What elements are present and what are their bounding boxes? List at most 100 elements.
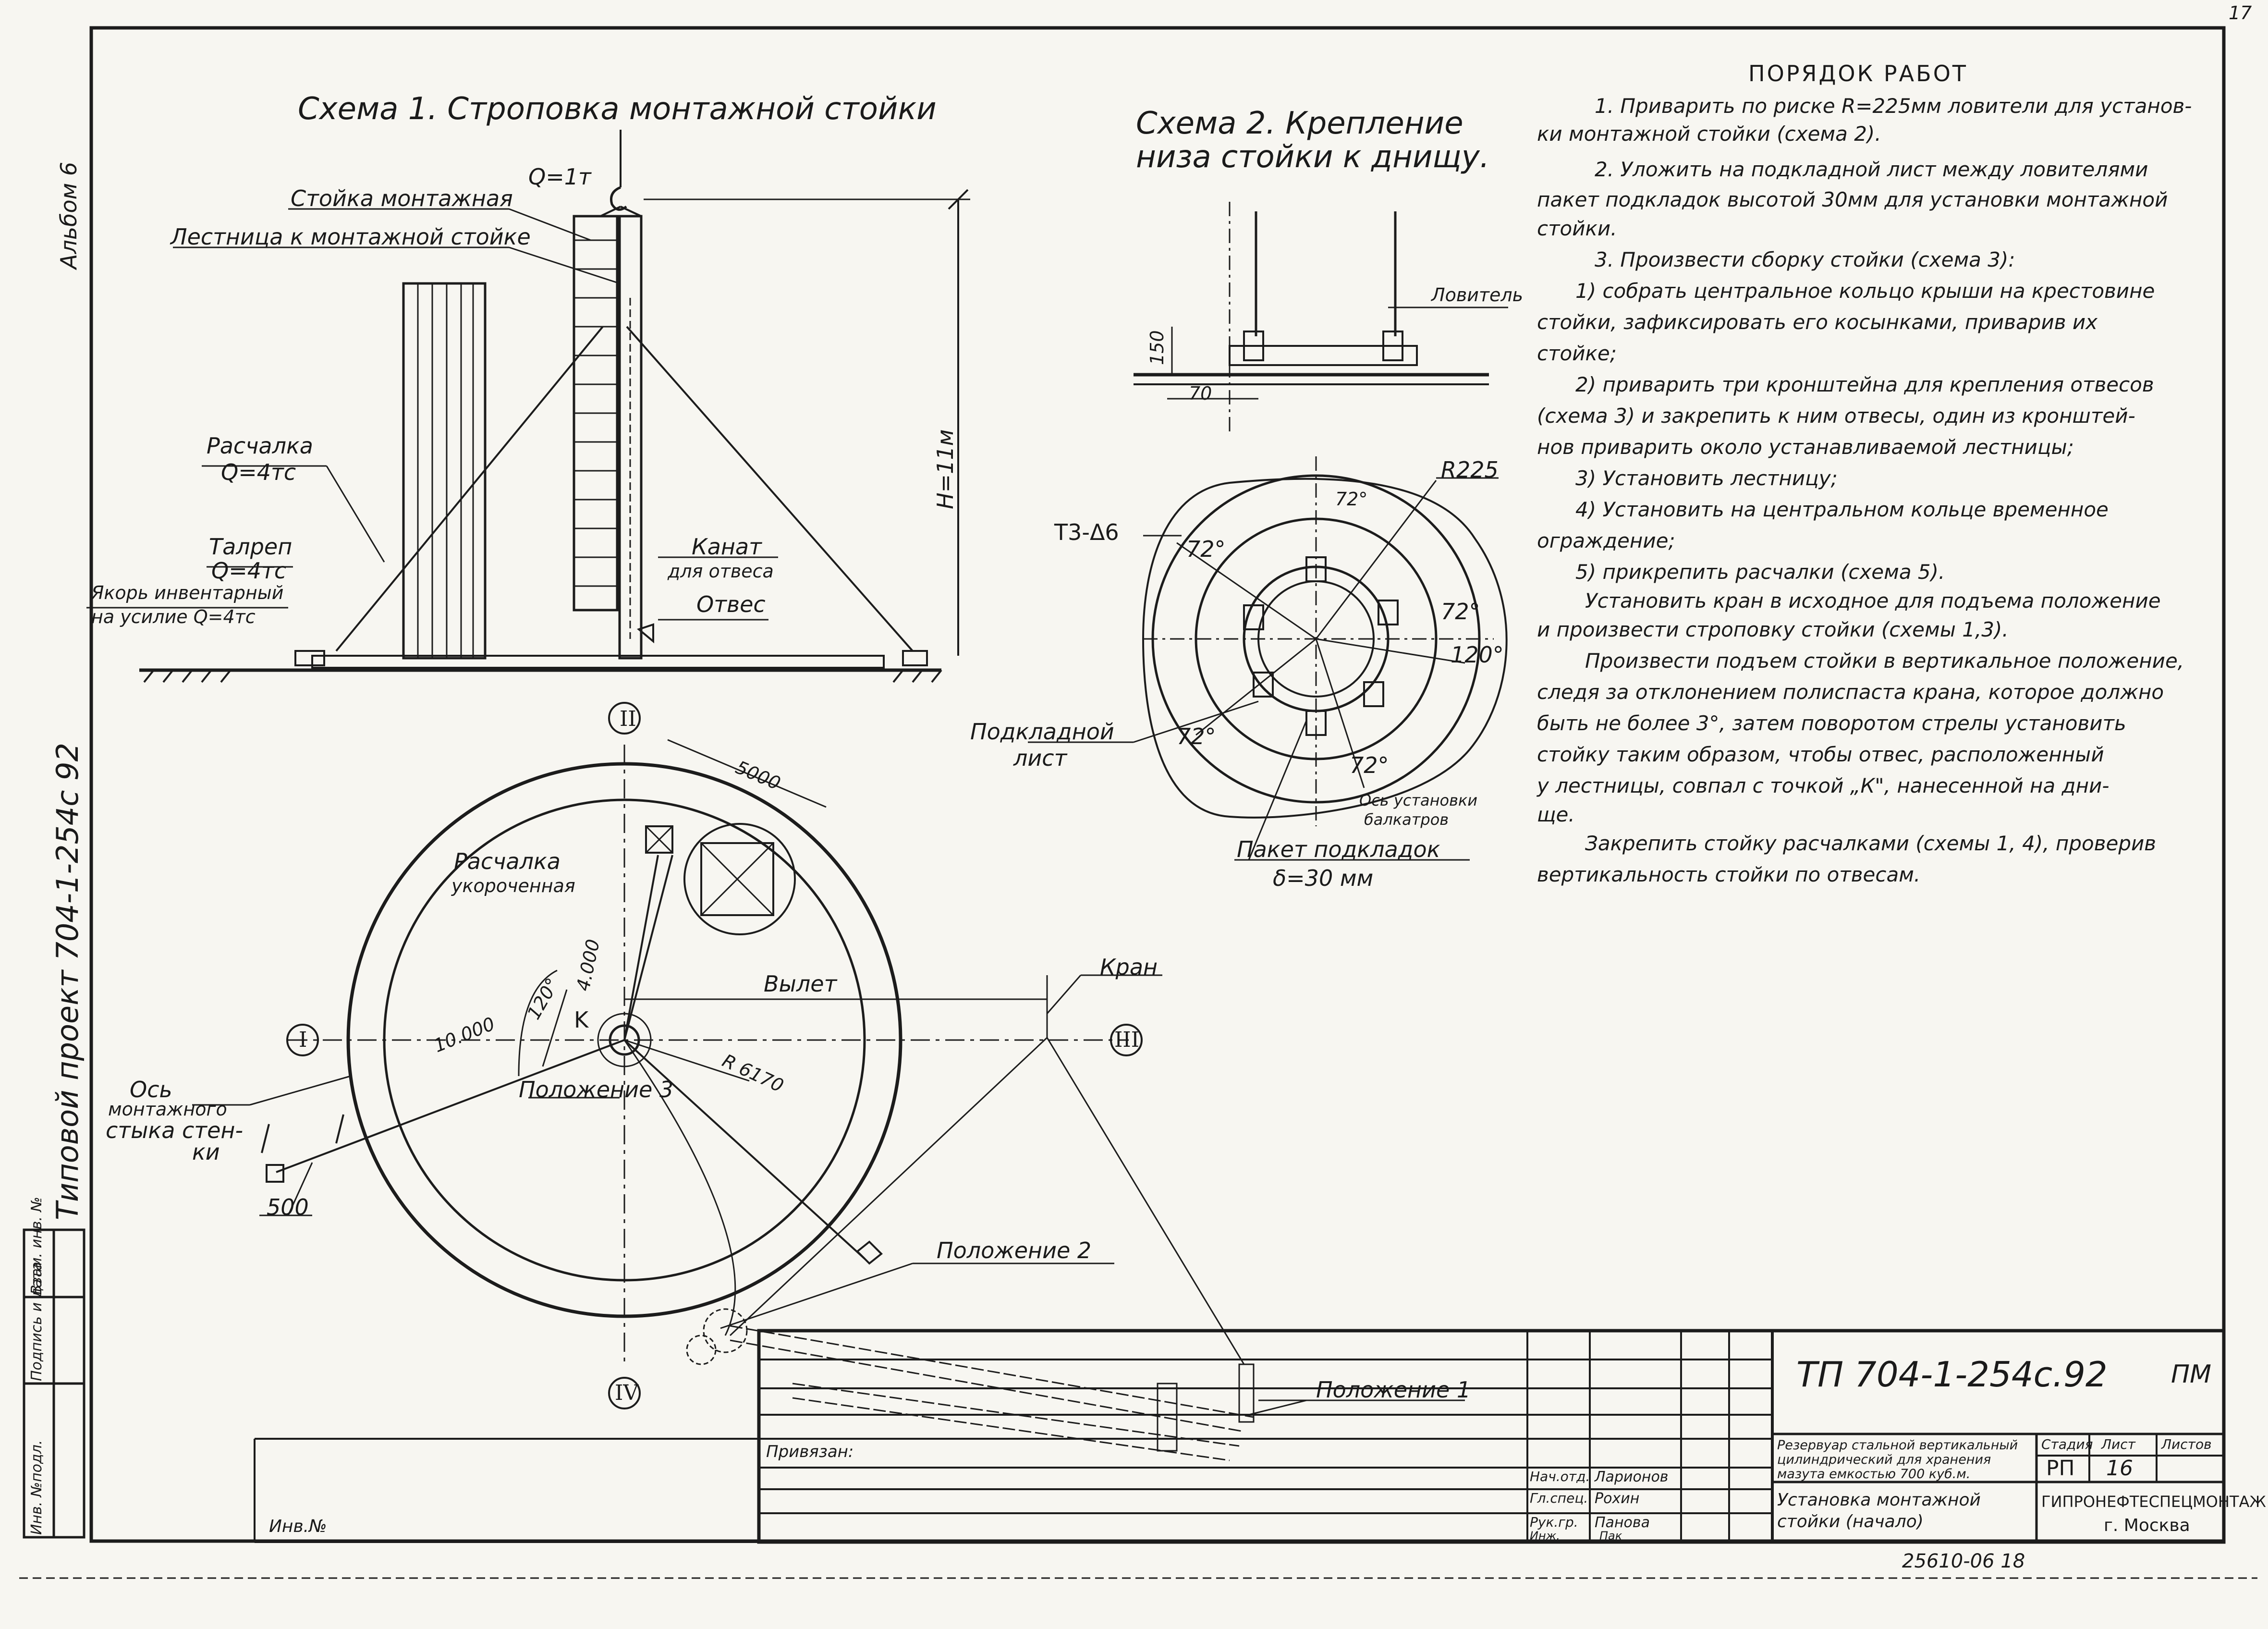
plan-drawing xyxy=(192,702,1465,1461)
title-block-name: Панова xyxy=(1595,1514,1650,1531)
scheme2-pack: Пакет подкладок xyxy=(1237,836,1440,862)
scheme2-angle-top: 72° xyxy=(1335,489,1368,510)
scheme2-angle-bl: 72° xyxy=(1177,723,1216,749)
plan-axis-2: II xyxy=(620,707,636,731)
procedure-line: Закрепить стойку расчалками (схемы 1, 4)… xyxy=(1585,832,2157,855)
title-block-list: 16 xyxy=(2106,1456,2133,1481)
title-block-role: Инж. xyxy=(1530,1529,1560,1543)
procedure-line: у лестницы, совпал с точкой „К", нанесен… xyxy=(1537,774,2109,797)
title-block-role: Нач.отд. xyxy=(1530,1469,1590,1484)
plan-pos2: Положение 2 xyxy=(937,1237,1092,1263)
plan-crane: Кран xyxy=(1100,954,1158,980)
side-stamp-frame xyxy=(23,1228,85,1539)
bottom-number: 25610-06 18 xyxy=(1902,1550,2025,1572)
scheme2-angle-right: 72° xyxy=(1441,599,1480,625)
plan-joint-axis-1: Ось xyxy=(130,1077,172,1102)
project-label: Типовой проект 704-1-254с 92 xyxy=(50,743,85,1220)
scheme1-rope: Канат xyxy=(692,534,762,560)
plan-joint-axis-3: стыка стен- xyxy=(106,1117,244,1143)
scheme1-plumb: Отвес xyxy=(696,591,766,617)
title-block-object-3: мазута емкостью 700 куб.м. xyxy=(1777,1467,1971,1482)
scheme2-plan xyxy=(1028,456,1508,861)
scheme1-anchor: Якорь инвентарный xyxy=(91,582,284,603)
procedure-line: ки монтажной стойки (схема 2). xyxy=(1537,122,1881,146)
procedure-line: 5) прикрепить расчалки (схема 5). xyxy=(1575,560,1945,584)
title-block-inv: Инв.№ xyxy=(269,1517,327,1536)
title-block-drawing-2: стойки (начало) xyxy=(1777,1512,1924,1531)
procedure-line: 3. Произвести сборку стойки (схема 3): xyxy=(1595,248,2015,271)
procedure-line: (схема 3) и закрепить к ним отвесы, один… xyxy=(1537,404,2135,428)
procedure-line: ще. xyxy=(1537,803,1575,826)
plan-joint-axis-2: монтажного xyxy=(108,1099,227,1120)
title-block-object-1: Резервуар стальной вертикальный xyxy=(1777,1438,2018,1453)
scheme2-title-1: Схема 2. Крепление xyxy=(1136,106,1463,141)
procedure-line: пакет подкладок высотой 30мм для установ… xyxy=(1537,188,2168,211)
procedure-line: Произвести подъем стойки в вертикальное … xyxy=(1585,649,2184,673)
title-block-org-2: г. Москва xyxy=(2104,1516,2190,1535)
procedure-line: 1. Приварить по риске R=225мм ловители д… xyxy=(1595,94,2192,118)
title-block-list-head: Лист xyxy=(2101,1436,2135,1452)
scheme1-guy-title: Расчалка xyxy=(207,433,313,459)
title-block-code: ТП 704-1-254с.92 xyxy=(1796,1354,2108,1395)
title-block-role: Гл.спец. xyxy=(1530,1490,1588,1506)
scheme2-dim-150: 150 xyxy=(1146,330,1168,365)
procedure-line: 1) собрать центральное кольцо крыши на к… xyxy=(1575,279,2155,303)
scheme2-title-2: низа стойки к днищу. xyxy=(1136,139,1490,175)
procedure-line: ограждение; xyxy=(1537,529,1675,552)
sheet-number: 17 xyxy=(2229,2,2252,24)
scheme1-height: H=11м xyxy=(932,429,958,509)
procedure-line: и произвести строповку стойки (схемы 1,3… xyxy=(1537,618,2009,641)
side-stamp-vzam: Взам. инв. № xyxy=(28,1197,45,1295)
scheme1-anchor-load: на усилие Q=4тс xyxy=(91,606,256,627)
scheme2-axis-2: балкатров xyxy=(1364,810,1449,829)
title-block-frame xyxy=(254,1329,2226,1544)
scheme2-angle-120: 120° xyxy=(1451,642,1504,668)
scheme1-turnbuckle: Талреп xyxy=(209,534,293,560)
title-block-name: Пак xyxy=(1599,1529,1622,1543)
scheme1-ladder-label: Лестница к монтажной стойке xyxy=(171,224,531,250)
plan-dim-500: 500 xyxy=(267,1194,309,1220)
title-block-drawing-1: Установка монтажной xyxy=(1777,1490,1981,1510)
procedure-line: Установить кран в исходное для подъема п… xyxy=(1585,589,2161,612)
procedure-line: стойки. xyxy=(1537,217,1617,240)
title-block-object-2: цилиндрический для хранения xyxy=(1777,1452,1991,1467)
title-block-listov-head: Листов xyxy=(2161,1436,2212,1452)
title-block-stadia: РП xyxy=(2046,1456,2075,1481)
album-label: Альбом 6 xyxy=(56,161,82,269)
scheme2-angle-left: 72° xyxy=(1186,536,1226,562)
scheme2-radius: R225 xyxy=(1441,457,1499,483)
procedure-line: 2. Уложить на подкладной лист между лови… xyxy=(1595,158,2148,181)
scheme2-t3: Т3-Δ6 xyxy=(1054,519,1119,545)
title-block-name: Ларионов xyxy=(1595,1469,1669,1485)
procedure-line: 3) Установить лестницу; xyxy=(1575,466,1838,490)
plan-axis-4: IV xyxy=(615,1381,639,1405)
scheme2-section xyxy=(1134,202,1508,432)
procedure-line: стойки, зафиксировать его косынками, при… xyxy=(1537,310,2097,334)
scheme2-axis: Ось установки xyxy=(1359,791,1478,809)
plan-point-k: K xyxy=(574,1007,589,1033)
title-block-role: Рук.гр. xyxy=(1530,1514,1578,1530)
plan-outreach: Вылет xyxy=(764,971,837,997)
procedure-line: вертикальность стойки по отвесам. xyxy=(1537,863,1921,886)
procedure-line: стойке; xyxy=(1537,342,1617,365)
plan-guy: Расчалка xyxy=(454,848,561,874)
procedure-line: 2) приварить три кронштейна для креплени… xyxy=(1575,373,2154,396)
plan-axis-3: III xyxy=(1114,1028,1140,1052)
plan-pos1: Положение 1 xyxy=(1316,1377,1471,1403)
scheme1-load: Q=1т xyxy=(528,164,591,190)
scheme1-rope2: для отвеса xyxy=(668,561,774,582)
title-block-code-suffix: ПМ xyxy=(2171,1360,2211,1389)
title-block-stadia-head: Стадия xyxy=(2041,1436,2093,1452)
scheme2-subplate: Подкладной xyxy=(970,719,1114,745)
scheme2-catcher: Ловитель xyxy=(1431,284,1524,306)
plan-joint-axis-4: ки xyxy=(192,1139,220,1165)
procedure-line: 4) Установить на центральном кольце врем… xyxy=(1575,498,2109,521)
title-block-name: Рохин xyxy=(1595,1490,1640,1507)
scheme1-stand-label: Стойка монтажная xyxy=(291,185,513,211)
scheme2-angle-bottom: 72° xyxy=(1350,752,1389,778)
scheme2-dim-70: 70 xyxy=(1189,383,1212,404)
scheme1-turnbuckle-load: Q=4тс xyxy=(211,558,287,584)
plan-pos3: Положение 3 xyxy=(519,1077,674,1102)
title-block-privyazan: Привязан: xyxy=(766,1442,854,1461)
scheme1-guy-load: Q=4тс xyxy=(221,459,296,485)
